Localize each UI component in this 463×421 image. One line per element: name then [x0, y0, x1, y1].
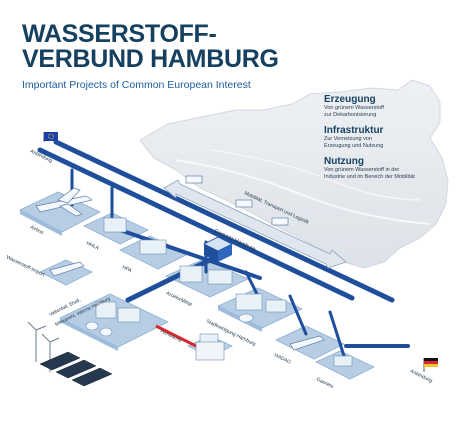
label-gasnetz: Gasnetz	[315, 376, 335, 390]
german-flag-icon	[423, 358, 438, 372]
building-hpa	[139, 239, 167, 255]
label-airbus: Airbus	[29, 224, 45, 236]
pipeline-main	[53, 139, 395, 303]
legend-nutzung-desc-1: Von grünem Wasserstoff in der	[324, 167, 400, 173]
legend-infrastruktur-desc-2: Erzeugung und Nutzung	[324, 143, 384, 149]
ship-icon	[49, 261, 325, 351]
elbe-river	[175, 159, 431, 225]
label-wasserstoff-import: Wasserstoff-Import	[5, 254, 46, 278]
solar-panel-icon	[39, 351, 113, 387]
label-arcelormittal: ArcelorMittal	[165, 290, 193, 308]
label-fernwaerme: Fernwärme	[160, 328, 183, 343]
legend-erzeugung: Erzeugung Von grünem Wasserstoff zur Dek…	[324, 94, 456, 119]
pipeline-branch-electrolyser	[125, 255, 217, 303]
legend: Erzeugung Von grünem Wasserstoff zur Dek…	[324, 94, 456, 187]
mobility-arrow	[163, 179, 347, 269]
page-title: WASSERSTOFF- VERBUND HAMBURG	[22, 22, 279, 72]
hub-left	[204, 244, 218, 262]
building-arcelor-1	[179, 265, 203, 283]
building-arcelor-2	[207, 269, 233, 285]
gasnetz-hub	[203, 236, 233, 262]
building-gasnetz-box	[333, 355, 353, 367]
tank-2	[99, 327, 113, 337]
page-subtitle: Important Projects of Common European In…	[22, 79, 251, 91]
tanks	[85, 313, 254, 337]
label-hpa: HPA	[121, 264, 133, 274]
hub-right	[218, 244, 232, 262]
pipeline-fernwaerme	[155, 324, 201, 350]
title-line-2: VERBUND HAMBURG	[22, 45, 279, 73]
legend-infrastruktur: Infrastruktur Zur Vernetzung von Erzeugu…	[324, 125, 456, 150]
tank-1	[85, 321, 99, 331]
legend-erzeugung-desc-2: zur Dekarbonisierung	[324, 112, 377, 118]
platform-import	[39, 259, 93, 286]
building-hhla	[103, 217, 127, 233]
side-electrolyser	[60, 318, 118, 351]
eu-flag-icon	[43, 132, 58, 142]
legend-infrastruktur-desc-1: Zur Vernetzung von	[324, 136, 373, 142]
building-stadt-2	[265, 299, 287, 313]
tank-3	[238, 313, 254, 323]
legend-erzeugung-heading: Erzeugung	[324, 94, 376, 105]
buildings	[95, 217, 353, 367]
building-electrolyser-2	[117, 307, 141, 323]
elbe-river-branch	[209, 149, 421, 201]
airplane-icon	[35, 187, 93, 217]
legend-infrastruktur-heading: Infrastruktur	[324, 125, 384, 136]
building-electrolyser-1	[95, 301, 117, 319]
pipeline-branch-hadag	[288, 294, 308, 336]
label-hhla: HHLA	[85, 240, 100, 252]
wind-turbine-icon	[27, 321, 60, 372]
truck-icon	[185, 175, 289, 226]
legend-nutzung-desc-2: Industrie und im Bereich der Mobilität	[324, 174, 415, 180]
title-line-1: WASSERSTOFF-	[22, 20, 217, 48]
pipeline-gasnetz	[118, 228, 262, 280]
legend-erzeugung-desc-1: Von grünem Wasserstoff	[324, 105, 384, 111]
mobility-arrow-shape	[163, 179, 347, 269]
apartment-icon	[195, 341, 225, 361]
legend-nutzung: Nutzung Von grünem Wasserstoff in der In…	[324, 156, 456, 181]
hamburg-map	[139, 79, 449, 269]
label-hadag: HADAG	[273, 352, 292, 365]
pipeline-branch-gasnetz	[328, 310, 346, 358]
legend-nutzung-heading: Nutzung	[324, 156, 364, 167]
building-stadt-1	[235, 293, 263, 311]
side-airbus	[20, 210, 62, 236]
pipeline-main-b	[37, 147, 355, 301]
label-anbindung-de: Anbindung	[409, 368, 433, 384]
